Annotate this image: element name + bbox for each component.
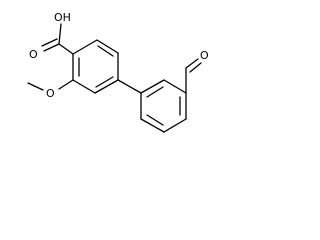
bond-ring-left-inner-1 xyxy=(97,45,114,57)
bond-carboxyl-oh xyxy=(58,23,62,45)
bond-ring-right-inner-1 xyxy=(146,86,164,98)
bond-ring-right-2 xyxy=(163,79,187,94)
structural-formula: OH O O O xyxy=(27,11,209,133)
bond-ring-left-2 xyxy=(96,39,119,54)
bond-ring-right-5 xyxy=(140,118,165,133)
bond-ring-left-4 xyxy=(94,79,119,94)
bond-ring-right-4 xyxy=(163,118,187,133)
bond-ring-left-5 xyxy=(72,79,96,94)
ring-right xyxy=(140,79,187,133)
bond-carboxyl-co-1 xyxy=(43,43,60,52)
bond-ring-right-1 xyxy=(140,79,165,94)
bond-formyl-co-1 xyxy=(185,58,199,69)
formyl-group: O xyxy=(185,49,209,94)
bond-ring-left-inner-2 xyxy=(95,76,114,88)
methoxy-group: O xyxy=(27,79,74,100)
aldehyde-o-label: O xyxy=(200,49,209,62)
carboxyl-group: OH O xyxy=(29,11,74,61)
bond-carboxyl-co-2 xyxy=(41,38,58,47)
bond-biaryl xyxy=(117,79,142,94)
ring-left xyxy=(72,39,119,94)
bond-methoxy-ch3 xyxy=(27,82,44,91)
methoxy-o-label: O xyxy=(46,87,55,100)
carboxyl-oh-label: OH xyxy=(54,11,71,24)
bond-methoxy-o xyxy=(58,79,74,90)
bond-ring-right-inner-3 xyxy=(146,114,164,126)
bond-carboxyl-c xyxy=(58,43,74,55)
bond-formyl-co-2 xyxy=(189,62,202,73)
carboxyl-o-label: O xyxy=(29,48,38,61)
bond-ring-left-1 xyxy=(72,39,98,55)
